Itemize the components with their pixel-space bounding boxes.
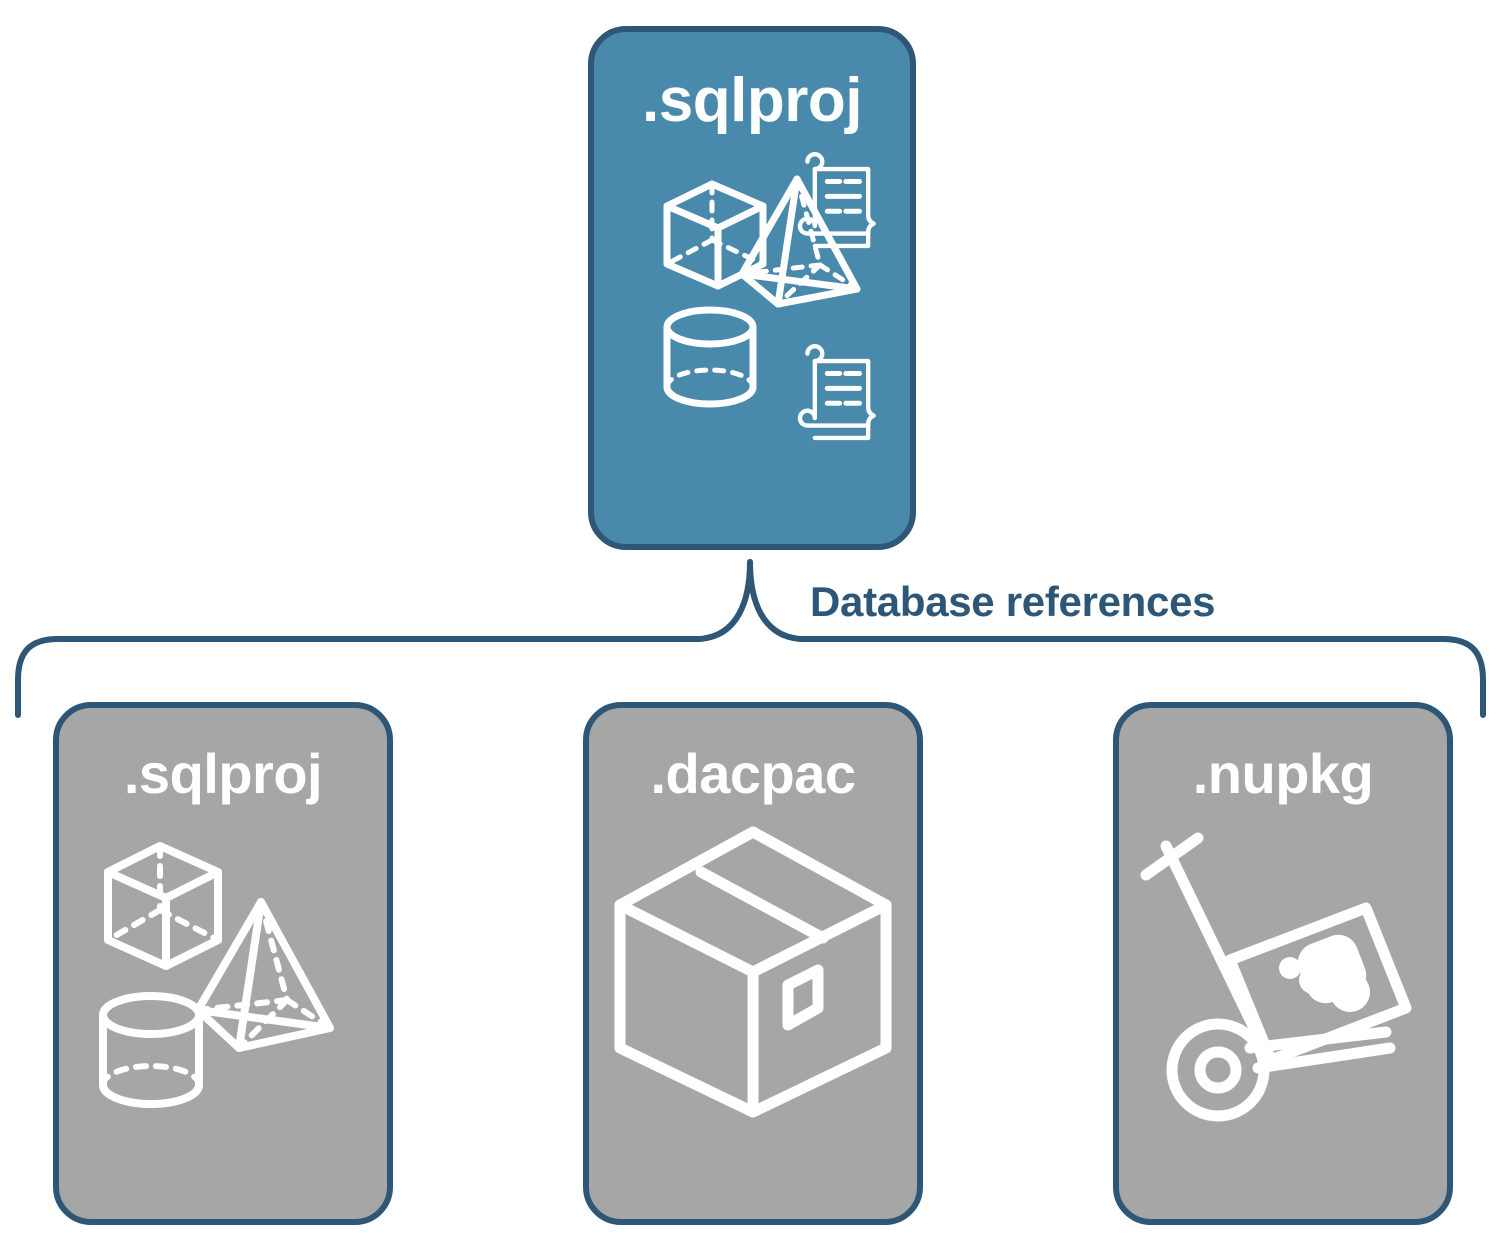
ref-sqlproj-icons-svg (99, 842, 334, 1108)
connector-label: Database references (810, 578, 1216, 625)
root-icon-group (617, 144, 887, 441)
node-card-root-sqlproj[interactable]: .sqlproj (588, 26, 916, 550)
node-card-ref-dacpac[interactable]: .dacpac (583, 702, 923, 1225)
ref-nupkg-icon-group (1138, 820, 1428, 1122)
card-title: .sqlproj (123, 742, 323, 805)
card-title: .sqlproj (642, 66, 862, 135)
card-title: .nupkg (1192, 742, 1374, 805)
scroll-icon (797, 344, 876, 441)
pyramid-icon (738, 175, 861, 308)
scroll-icon (797, 152, 876, 249)
cylinder-icon (99, 992, 203, 1108)
ref-dacpac-icons-svg (614, 826, 892, 1118)
database-references-brace (15, 559, 1486, 718)
cube-icon (104, 842, 222, 970)
card-title: .dacpac (650, 742, 856, 805)
node-card-ref-nupkg[interactable]: .nupkg (1113, 702, 1453, 1225)
cylinder-icon (663, 306, 757, 408)
node-card-ref-sqlproj[interactable]: .sqlproj (53, 702, 393, 1225)
cube-icon (663, 180, 767, 290)
package-box-icon (614, 826, 892, 1118)
nuget-logo-icon (1279, 934, 1370, 1012)
root-icons-svg (663, 152, 876, 441)
pyramid-icon (194, 898, 334, 1052)
ref-dacpac-icon-group (608, 820, 898, 1120)
ref-nupkg-icons-svg (1140, 832, 1412, 1122)
ref-sqlproj-icon-group (78, 820, 368, 1120)
hand-truck-icon (1140, 832, 1412, 1122)
